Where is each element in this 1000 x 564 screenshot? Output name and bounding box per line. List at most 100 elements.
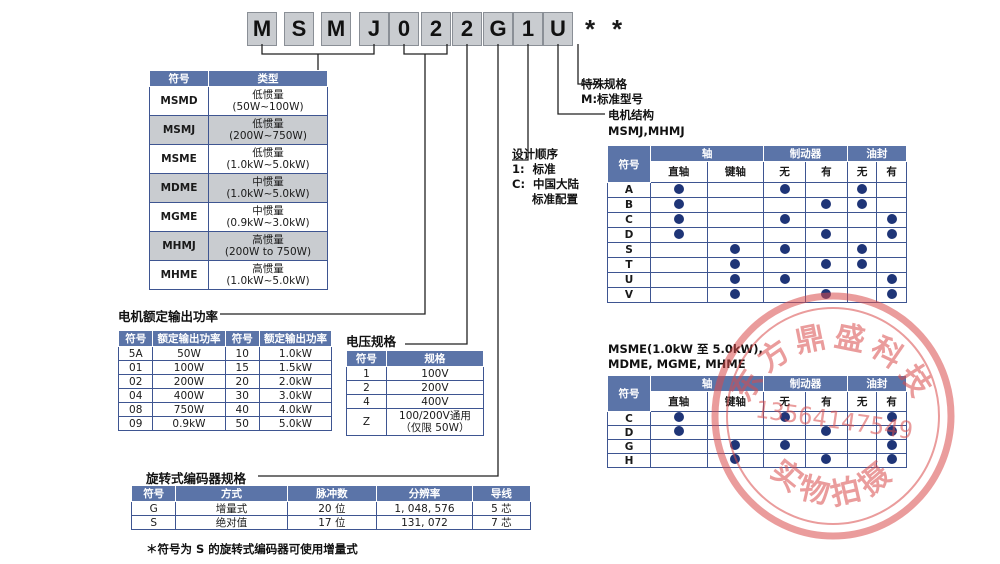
structure-sub2-label: MSME(1.0kW 至 5.0kW), MDME, MGME, MHME (608, 342, 763, 371)
structure-cell (846, 182, 878, 198)
voltage_table-cell: 4 (346, 394, 387, 409)
model-code-char: M (247, 12, 277, 46)
structure-cell (650, 287, 708, 303)
structure-cell (804, 227, 848, 243)
structure-group-header: 制动器 (763, 145, 848, 162)
structure-cell (706, 227, 765, 243)
type-code: MSMD (149, 86, 209, 116)
voltage_table-cell: 2 (346, 380, 387, 395)
structure-row: C (607, 212, 907, 228)
voltage-label: 电压规格 (346, 334, 397, 349)
dot-mark (779, 440, 790, 450)
model-code-star: * (611, 13, 623, 44)
dot-mark (779, 412, 790, 422)
structure-cell (763, 257, 806, 273)
structure-sub-header: 无 (763, 391, 806, 412)
type-code: MDME (149, 173, 209, 203)
structure-code: D (607, 227, 651, 243)
structure-cell (876, 197, 907, 213)
structure-row: V (607, 287, 907, 303)
structure-cell (846, 287, 878, 303)
power_table-header: 额定输出功率 (152, 330, 226, 347)
structure-cell (876, 287, 907, 303)
encoder_table-header: 导线 (471, 485, 532, 502)
dot-mark (886, 426, 897, 436)
dot-mark (779, 213, 790, 224)
structure-sub-header: 无 (763, 161, 806, 183)
encoder_table-cell: 5 芯 (471, 501, 532, 516)
power_table-cell: 50W (152, 346, 226, 361)
structure-cell (706, 439, 765, 454)
type-desc: 中惯量(1.0kW~5.0kW) (208, 173, 328, 203)
structure-code: T (607, 257, 651, 273)
structure-cell (650, 242, 708, 258)
type-header: 符号 (149, 70, 209, 87)
structure-cell (706, 453, 765, 468)
dot-mark (730, 273, 741, 284)
encoder_table-cell: 7 芯 (471, 515, 532, 530)
structure-cell (763, 272, 806, 288)
structure-cell (706, 242, 765, 258)
dot-mark (886, 412, 897, 422)
structure-cell (706, 212, 765, 228)
power_table-cell: 400W (152, 388, 226, 403)
structure-code: S (607, 242, 651, 258)
structure-cell (763, 411, 806, 426)
structure-group-header: 符号 (607, 145, 651, 183)
type-desc: 高惯量(200W to 750W) (208, 231, 328, 261)
dot-mark (821, 454, 832, 464)
dot-mark (673, 228, 684, 239)
structure-cell (876, 439, 907, 454)
type-code: MHMJ (149, 231, 209, 261)
power_table-header: 符号 (117, 330, 154, 347)
structure-cell (706, 182, 765, 198)
power_table-cell: 01 (117, 360, 154, 375)
power_table-cell: 09 (117, 416, 154, 431)
type-desc: 低惯量(1.0kW~5.0kW) (208, 144, 328, 174)
structure-cell (804, 257, 848, 273)
structure-cell (706, 411, 765, 426)
structure-cell (846, 197, 878, 213)
voltage_table-cell: 200V (385, 380, 485, 395)
structure-code: H (607, 453, 651, 468)
power_table-cell: 4.0kW (258, 402, 333, 417)
power_table-cell: 200W (152, 374, 226, 389)
structure-sub-header: 有 (876, 391, 907, 412)
dot-mark (673, 426, 684, 436)
dot-mark (886, 454, 897, 464)
structure-cell (846, 272, 878, 288)
power_table-header: 符号 (224, 330, 260, 347)
type-desc: 低惯量(50W~100W) (208, 86, 328, 116)
structure-row: U (607, 272, 907, 288)
type-code: MGME (149, 202, 209, 232)
structure-cell (763, 439, 806, 454)
model-code-star: * (584, 13, 596, 44)
dot-mark (730, 454, 741, 464)
type-code: MHME (149, 260, 209, 290)
power_table-cell: 04 (117, 388, 154, 403)
encoder_table-cell: G (130, 501, 177, 516)
type-desc: 高惯量(1.0kW~5.0kW) (208, 260, 328, 290)
voltage_table-cell: Z (346, 408, 387, 436)
structure-cell (763, 212, 806, 228)
power_table-header: 额定输出功率 (258, 330, 333, 347)
type-desc: 中惯量(0.9kW~3.0kW) (208, 202, 328, 232)
model-code-char: 1 (513, 12, 543, 46)
encoder_table-header: 方式 (175, 485, 288, 502)
structure-cell (804, 182, 848, 198)
structure-sub-header: 有 (804, 391, 848, 412)
structure-cell (804, 287, 848, 303)
structure-cell (650, 411, 708, 426)
power_table-cell: 08 (117, 402, 154, 417)
